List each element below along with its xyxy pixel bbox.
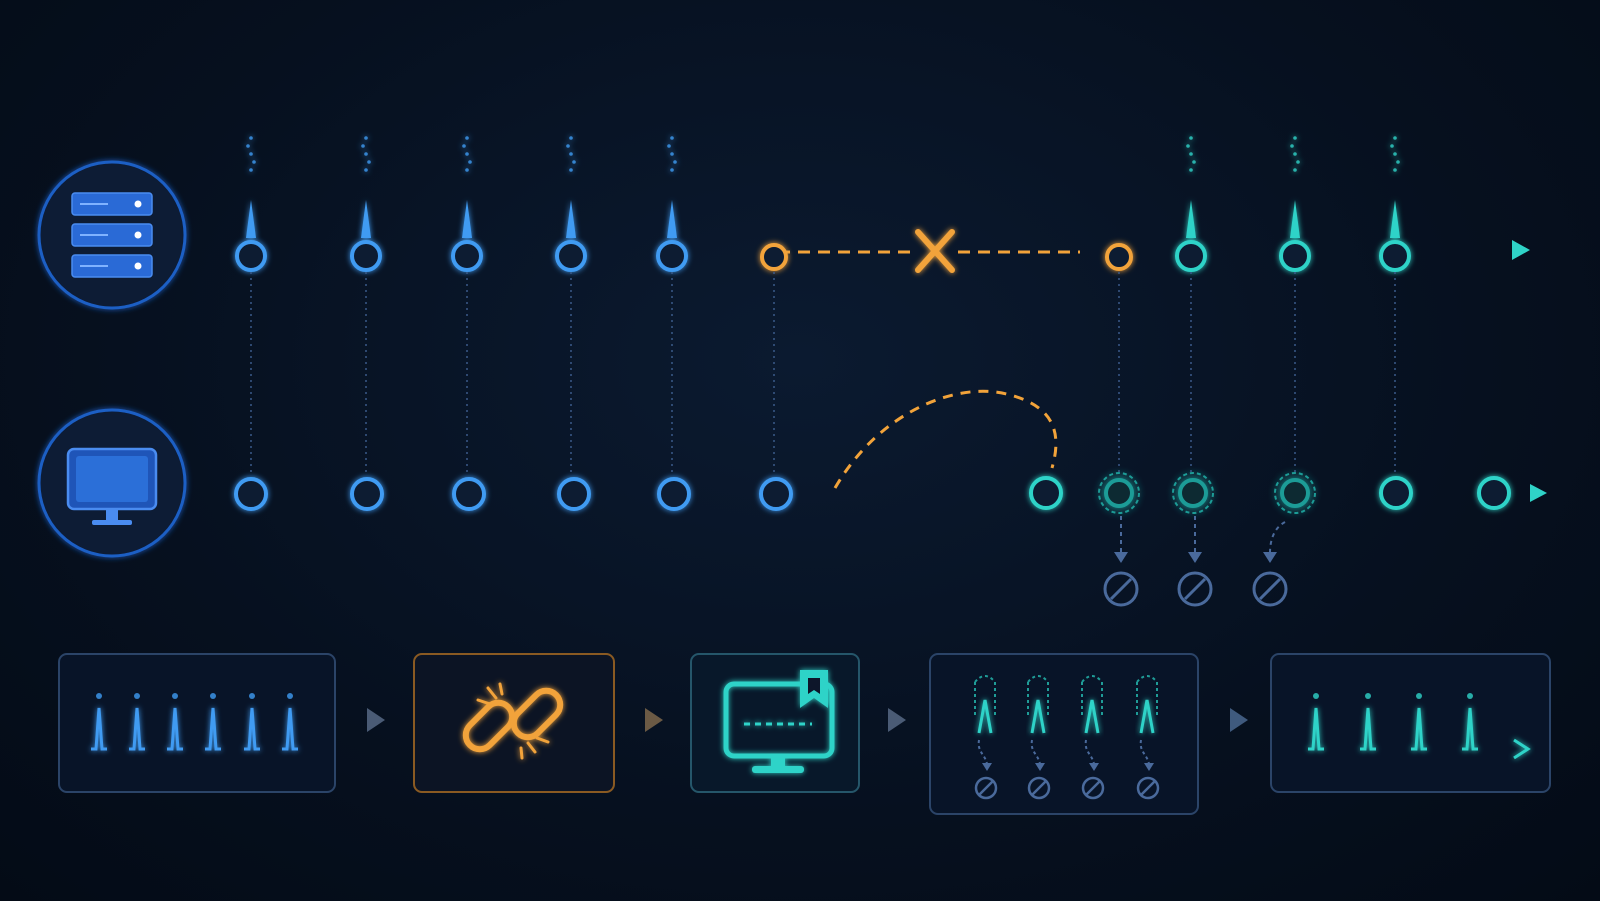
pulse-0	[1308, 707, 1324, 751]
server-timeline	[185, 136, 1530, 273]
heartbeat-pulses-icon	[79, 693, 310, 751]
pulse-3	[205, 707, 221, 751]
pulse-3	[1462, 707, 1478, 751]
process-panels	[58, 653, 1551, 815]
pulse-1	[1360, 707, 1376, 751]
pulse-2	[1411, 707, 1427, 751]
client-reconnect-arc	[833, 389, 1058, 489]
heartbeat-pulses-icon	[1294, 693, 1531, 760]
monitor-bookmark-icon	[723, 670, 835, 773]
heartbeat-server-resume-0	[1175, 136, 1207, 272]
heartbeat-stream-panel	[58, 653, 336, 793]
x-mark-icon	[915, 229, 955, 273]
client-resume-event-3	[1274, 472, 1316, 514]
monitor-icon	[37, 408, 187, 558]
connection-broken-panel	[413, 653, 615, 793]
blocked-icon	[1177, 516, 1213, 607]
blocked-duplicates-icon	[963, 675, 1169, 800]
client-resume-event-5	[1477, 476, 1511, 510]
client-resume-event-2	[1172, 472, 1214, 514]
client-event-3	[557, 477, 591, 511]
heartbeat-server-resume-2	[1379, 136, 1411, 272]
client-resume-event-1	[1098, 472, 1140, 514]
pulse-5	[282, 707, 298, 751]
sync-connectors	[250, 272, 1396, 476]
heartbeat-server-2	[451, 136, 483, 272]
client-line-arrowhead	[1530, 484, 1547, 502]
heartbeat-server-3	[555, 136, 587, 272]
heartbeat-server-1	[350, 136, 382, 272]
suppressed-events	[1103, 516, 1288, 607]
client-event-4	[657, 477, 691, 511]
duplicate-pulse-0	[963, 675, 1007, 800]
client-resume-event-4	[1379, 476, 1413, 510]
flow-arrow-2	[645, 708, 663, 732]
heartbeat-server-0	[235, 136, 267, 272]
break-node-1	[1105, 243, 1133, 271]
blocked-icon	[1103, 516, 1139, 607]
broken-link-icon	[462, 682, 564, 760]
server-line-arrowhead	[1512, 240, 1530, 260]
client-event-1	[350, 477, 384, 511]
pulse-0	[91, 707, 107, 751]
heartbeat-server-4	[656, 136, 688, 272]
client-event-2	[452, 477, 486, 511]
flow-arrow-3	[888, 708, 906, 732]
client-resume-event-0	[1029, 476, 1063, 510]
heartbeat-server-resume-1	[1279, 136, 1311, 272]
flow-arrow-4	[1230, 708, 1248, 732]
pulse-4	[244, 707, 260, 751]
resume-from-bookmark-panel	[690, 653, 860, 793]
break-node-0	[760, 243, 788, 271]
client-timeline	[185, 389, 1547, 514]
server-icon	[37, 160, 187, 310]
client-event-0	[234, 477, 268, 511]
duplicate-pulse-3	[1125, 675, 1169, 800]
duplicate-pulse-1	[1016, 675, 1060, 800]
client-event-5	[759, 477, 793, 511]
pulse-2	[167, 707, 183, 751]
flow-arrow-1	[367, 708, 385, 732]
blocked-icon	[1252, 521, 1288, 607]
dedupe-replay-panel	[929, 653, 1199, 815]
stream-continues-panel	[1270, 653, 1551, 793]
duplicate-pulse-2	[1070, 675, 1114, 800]
pulse-1	[129, 707, 145, 751]
